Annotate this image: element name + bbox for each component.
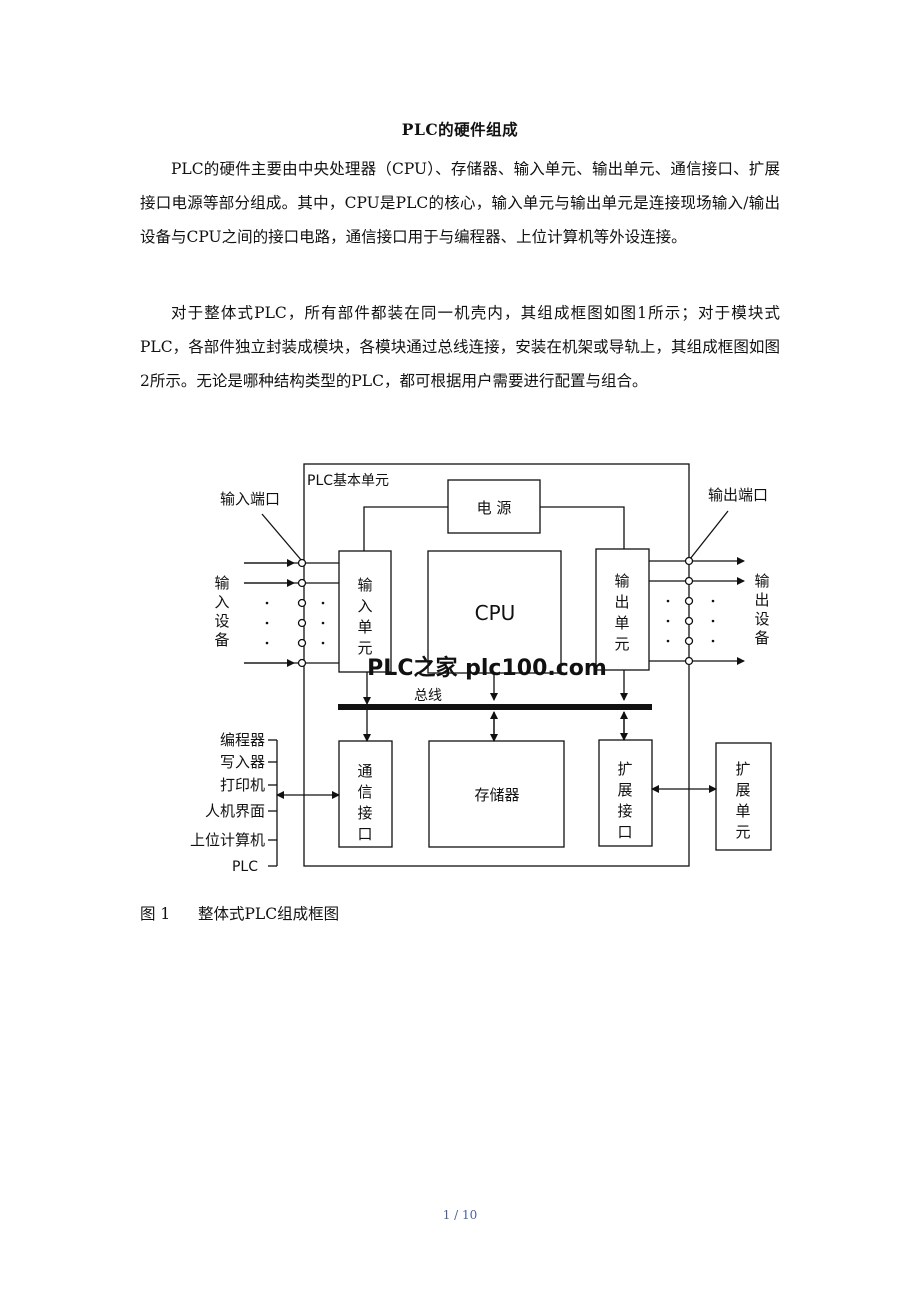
basic-unit-label: PLC基本单元 [307,472,389,489]
peripheral-list: 编程器 写入器 打印机 人机界面 上位计算机 PLC [190,731,265,875]
figure-caption: 图 1 整体式PLC组成框图 [140,902,339,924]
svg-text:人机界面: 人机界面 [205,802,265,820]
input-port-label: 输入端口 [220,490,280,508]
svg-text:单: 单 [735,802,750,820]
document-title: PLC的硬件组成 [401,120,519,139]
power-label: 电 源 [477,499,512,517]
system-bus-bar [338,704,652,710]
svg-text:设: 设 [214,612,229,630]
svg-text:打印机: 打印机 [220,776,265,794]
svg-text:上位计算机: 上位计算机 [190,831,265,849]
comm-interface-label: 通 信 接 口 [357,762,372,843]
svg-text:设: 设 [754,610,769,628]
svg-text:通: 通 [357,762,372,780]
svg-text:单: 单 [614,614,629,632]
ext-interface-label: 扩 展 接 口 [617,760,632,841]
svg-text:接: 接 [617,802,632,820]
svg-text:输: 输 [214,574,229,592]
output-port-label: 输出端口 [708,486,768,504]
output-unit-box [595,548,650,671]
svg-text:元: 元 [614,635,629,653]
cpu-label: CPU [475,601,516,625]
input-device-label: 输 入 设 备 [214,574,229,649]
svg-text:备: 备 [214,631,229,649]
svg-text:出: 出 [754,591,769,609]
svg-text:口: 口 [617,823,632,841]
watermark-text: PLC之家 plc100.com [367,655,607,681]
svg-text:输: 输 [614,572,629,590]
input-unit-box [338,550,392,673]
page-number: 1 / 10 [442,1208,478,1222]
paragraph-structure: 对于整体式PLC，所有部件都装在同一机壳内，其组成框图如图1所示；对于模块式PL… [140,304,780,390]
output-unit-label: 输 出 单 元 [614,572,629,653]
svg-text:出: 出 [614,593,629,611]
memory-label: 存储器 [474,786,519,804]
svg-text:元: 元 [357,639,372,657]
svg-text:输: 输 [357,576,372,594]
svg-text:输: 输 [754,572,769,590]
svg-text:写入器: 写入器 [220,753,265,771]
output-device-label: 输 出 设 备 [754,572,769,647]
svg-text:扩: 扩 [617,760,632,778]
svg-text:入: 入 [214,593,229,611]
svg-text:扩: 扩 [735,760,750,778]
input-unit-label: 输 入 单 元 [357,576,372,657]
svg-text:元: 元 [735,823,750,841]
ext-unit-box [715,742,772,851]
bus-label: 总线 [414,688,442,704]
svg-text:接: 接 [357,804,372,822]
svg-text:信: 信 [357,783,372,801]
caption-text: 整体式PLC组成框图 [198,905,340,923]
svg-text:单: 单 [357,618,372,636]
svg-text:展: 展 [617,781,632,799]
svg-text:入: 入 [357,597,372,615]
svg-text:编程器: 编程器 [220,731,265,749]
svg-text:口: 口 [357,825,372,843]
ext-unit-label: 扩 展 单 元 [735,760,750,841]
svg-text:展: 展 [735,781,750,799]
svg-text:PLC: PLC [232,859,258,875]
caption-number: 图 1 [140,905,171,923]
svg-text:备: 备 [754,629,769,647]
paragraph-intro: PLC的硬件主要由中央处理器（CPU）、存储器、输入单元、输出单元、通信接口、扩… [140,160,780,246]
